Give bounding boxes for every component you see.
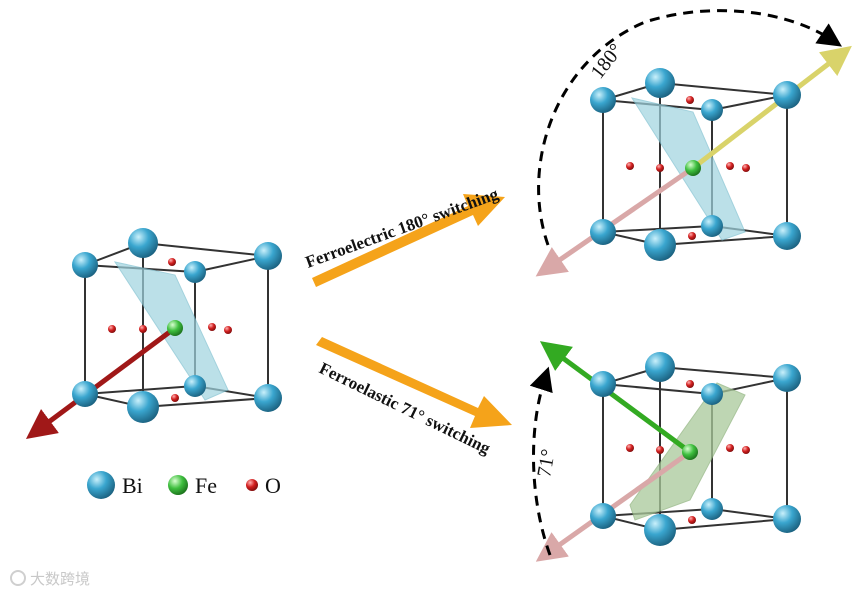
bottom-switched-polarization-arrow [539,341,692,455]
ferroelectric-unit-cell: 180° [535,9,852,277]
legend-fe-swatch [168,475,188,495]
watermark: 大数跨境 [10,570,90,588]
bottom-bi-atoms [590,352,801,546]
top-original-polarization-faded [535,165,695,277]
top-o-atoms [626,96,750,240]
legend-o-swatch [246,479,258,491]
legend-bi-swatch [87,471,115,499]
bottom-o-atoms [626,380,750,524]
initial-fe-atom [167,320,183,336]
watermark-logo-icon [10,570,26,586]
ferroelectric-arrow [312,194,505,287]
legend: Bi Fe O [87,471,281,499]
initial-o-atoms [108,258,232,402]
ferroelectric-label: Ferroelectric 180° switching [303,184,501,272]
top-rotation-arc [537,9,842,246]
angle-180-label: 180° [587,40,628,83]
bottom-fe-atom [682,444,698,460]
legend-bi-label: Bi [122,473,143,498]
watermark-text: 大数跨境 [30,570,90,588]
legend-fe-label: Fe [195,473,217,498]
top-bi-atoms [590,68,801,261]
ferroelastic-unit-cell: 71° [529,341,801,562]
top-switched-polarization-arrow [691,45,852,170]
legend-o-label: O [265,473,281,498]
initial-polarization-arrow [25,325,177,439]
angle-71-label: 71° [533,447,560,478]
ferroelectric-transition: Ferroelectric 180° switching [303,184,505,287]
ferroelastic-arrow [316,337,512,428]
initial-bi-atoms [72,228,282,423]
bottom-rotation-arc [529,366,553,556]
initial-unit-cell [25,228,282,439]
ferroelastic-transition: Ferroelastic 71° switching [316,337,512,458]
top-fe-atom [685,160,701,176]
bottom-original-polarization-faded [535,449,692,562]
